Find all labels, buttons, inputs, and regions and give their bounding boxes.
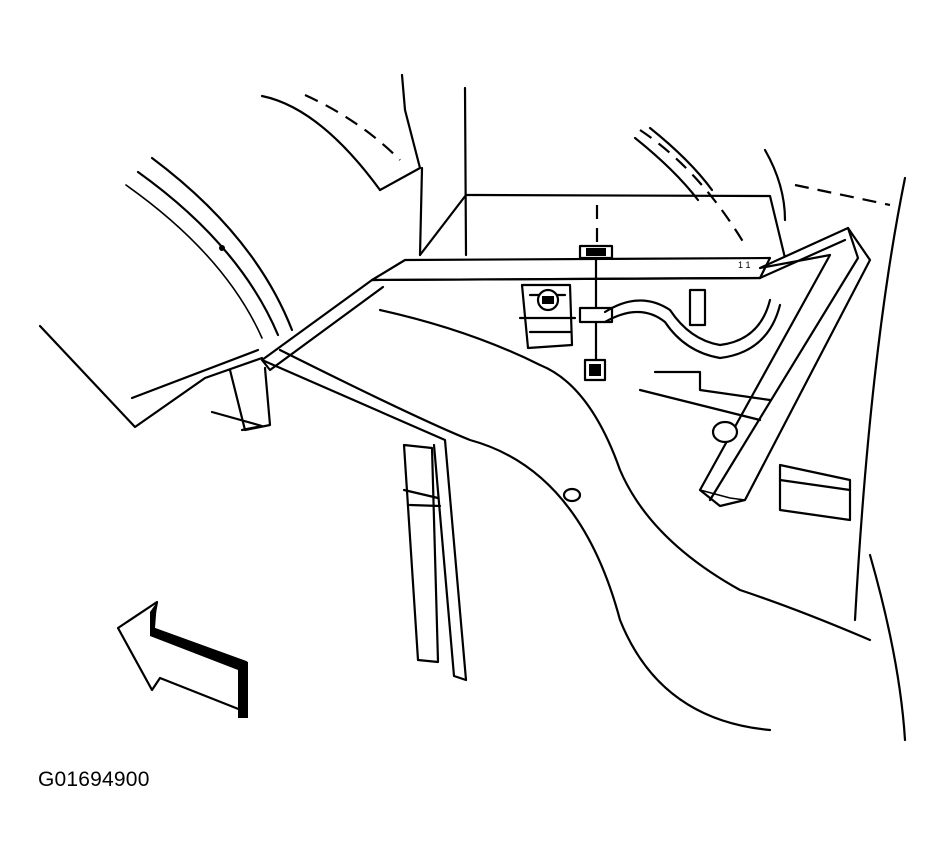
right-fender-arcs [633,126,907,742]
svg-text:1 1: 1 1 [738,260,751,270]
crossmember-bar: 1 1 [260,193,787,372]
direction-arrow-icon [116,600,248,718]
left-fender-arcs [125,156,294,339]
bolt-assembly [578,205,614,382]
frame-rail [278,308,872,732]
wiring-harness [603,288,782,360]
left-body-panel [38,324,264,432]
mounted-component [518,283,577,350]
figure-id-label: G01694900 [38,768,150,791]
lower-right-structure [638,370,852,522]
left-bracket-leg [228,358,468,682]
upper-body-panel [260,73,478,257]
